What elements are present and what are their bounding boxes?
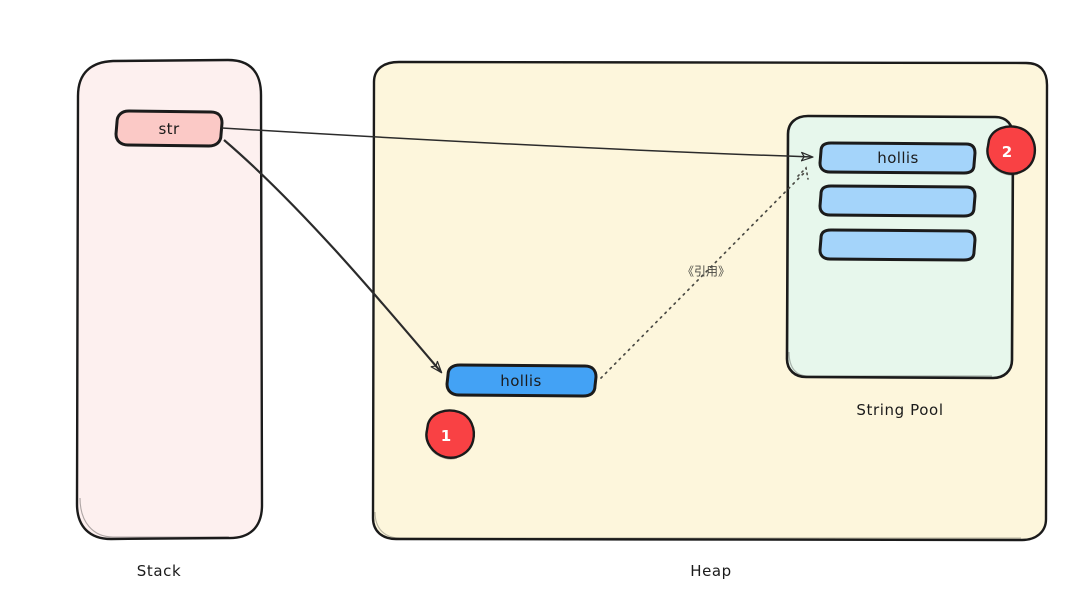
string-pool-entry-1-label: hollis — [877, 149, 919, 167]
connector-str-to-pool — [221, 127, 812, 157]
stack-caption: Stack — [136, 562, 182, 580]
string-pool-caption: String Pool — [856, 401, 944, 419]
stack-variable-str[interactable] — [114, 109, 224, 148]
heap-caption: Heap — [690, 562, 732, 580]
connector-str-to-heap — [223, 139, 441, 372]
heap-object-hollis-label: hollis — [500, 372, 542, 390]
reference-annotation-label: 《引用》 — [681, 264, 731, 279]
stack-container — [75, 58, 264, 541]
string-pool-entry-3[interactable] — [818, 228, 977, 262]
badge-2-text: 2 — [1001, 143, 1013, 161]
string-pool-entry-2[interactable] — [818, 184, 977, 218]
badge-1-text: 1 — [440, 427, 452, 445]
connector-heap-to-pool-reference — [600, 166, 809, 379]
badge-2 — [986, 125, 1036, 176]
stack-variable-str-label: str — [158, 120, 180, 138]
heap-object-hollis[interactable] — [445, 363, 598, 398]
badge-1 — [425, 409, 475, 460]
string-pool-entry-1[interactable] — [818, 141, 977, 175]
